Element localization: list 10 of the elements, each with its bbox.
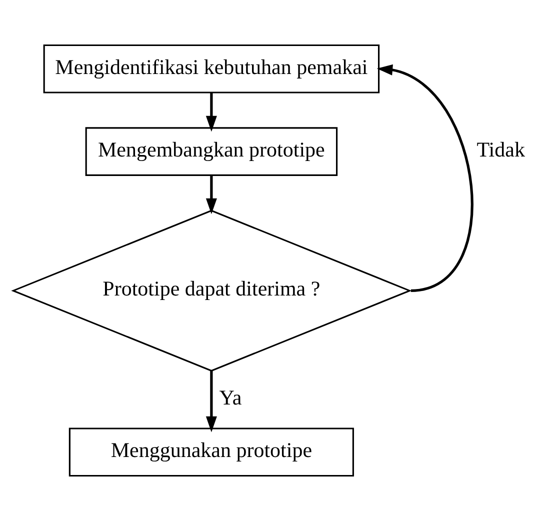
- arrow: [206, 370, 217, 432]
- node-box: Menggunakan prototipe: [68, 428, 354, 477]
- edge-label: Ya: [219, 386, 242, 410]
- arrow: [376, 64, 474, 292]
- arrow: [206, 92, 217, 132]
- edge-label: Tidak: [476, 138, 525, 162]
- node-diamond: Prototipe dapat diterima ?: [11, 210, 412, 372]
- node-box: Mengidentifikasi kebutuhan pemakai: [43, 44, 380, 94]
- arrow: [206, 175, 217, 214]
- node-box: Mengembangkan prototipe: [85, 127, 338, 176]
